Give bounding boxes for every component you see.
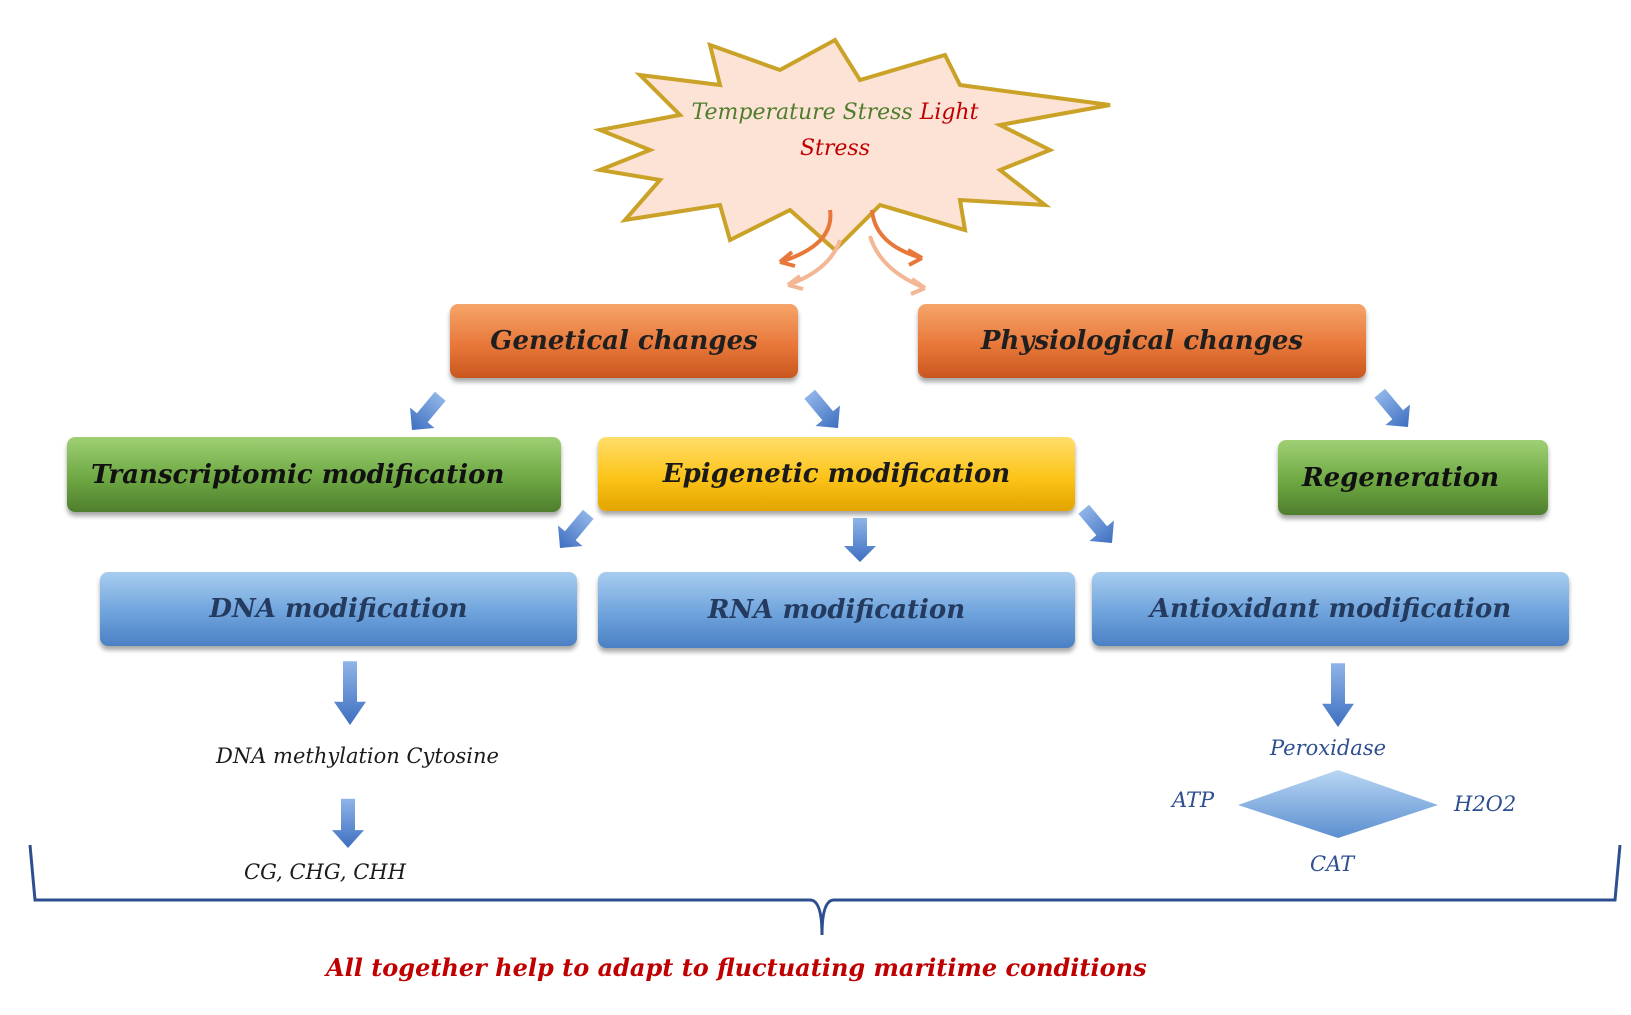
epigenetic-modification-label: Epigenetic modification <box>662 459 1011 489</box>
stress-label: Temperature Stress Light Stress <box>690 95 980 167</box>
arrow-dna-to-methylation <box>334 661 366 725</box>
transcriptomic-modification-box: Transcriptomic modification <box>67 437 561 512</box>
atp-label: ATP <box>1172 788 1215 812</box>
light-stress-label-1: Light <box>919 100 979 125</box>
antioxidant-diamond <box>1238 770 1438 838</box>
peroxidase-label: Peroxidase <box>1270 736 1387 760</box>
temperature-stress-label: Temperature Stress <box>691 100 913 125</box>
antioxidant-modification-label: Antioxidant modification <box>1149 594 1512 624</box>
dna-modification-label: DNA modification <box>209 594 468 624</box>
arrow-methylation-to-contexts <box>332 798 364 848</box>
regeneration-label: Regeneration <box>1302 462 1499 493</box>
arrow-genetical-to-epigenetic <box>797 384 851 439</box>
methylation-contexts-label: CG, CHG, CHH <box>244 860 406 884</box>
arrow-physiological-to-regeneration <box>1367 383 1421 438</box>
arrow-epigenetic-to-dna <box>547 504 601 559</box>
dna-modification-box: DNA modification <box>100 572 577 646</box>
rna-modification-box: RNA modification <box>598 572 1075 648</box>
arrow-epigenetic-to-rna <box>844 518 876 562</box>
genetical-changes-label: Genetical changes <box>490 326 758 356</box>
transcriptomic-modification-label: Transcriptomic modification <box>91 459 505 490</box>
arrow-epigenetic-to-antioxidant <box>1071 499 1125 554</box>
rna-modification-label: RNA modification <box>707 595 966 625</box>
dna-methylation-label: DNA methylation Cytosine <box>216 744 499 768</box>
genetical-changes-box: Genetical changes <box>450 304 798 378</box>
physiological-changes-box: Physiological changes <box>918 304 1366 378</box>
conclusion-label: All together help to adapt to fluctuatin… <box>326 953 1147 982</box>
stress-starburst <box>592 37 1111 253</box>
light-stress-label-2: Stress <box>799 136 871 161</box>
physiological-changes-label: Physiological changes <box>980 326 1304 356</box>
bottom-brace <box>28 844 1622 936</box>
h2o2-label: H2O2 <box>1454 792 1517 816</box>
cat-label: CAT <box>1310 852 1355 876</box>
regeneration-box: Regeneration <box>1278 440 1548 515</box>
stress-curved-arrows <box>778 209 927 296</box>
antioxidant-modification-box: Antioxidant modification <box>1092 572 1569 646</box>
arrow-antioxidant-to-peroxidase <box>1322 663 1354 727</box>
epigenetic-modification-box: Epigenetic modification <box>598 437 1075 511</box>
arrow-genetical-to-transcriptomic <box>399 386 453 441</box>
